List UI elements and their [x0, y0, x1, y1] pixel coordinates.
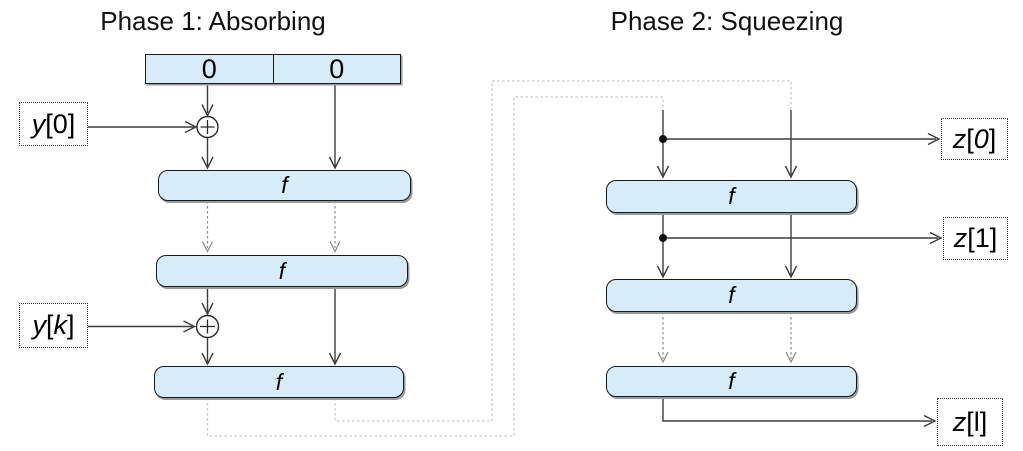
- junction-dot: [659, 234, 667, 242]
- input-yk-box: y[k]: [19, 303, 88, 348]
- arrowhead-icon: [785, 351, 797, 364]
- xor-icon: [196, 115, 219, 139]
- input-yk-variable: y: [32, 310, 46, 340]
- f-box-absorb-2: f: [156, 255, 408, 287]
- output-z0-variable: z: [952, 123, 967, 154]
- state-register-capacity-cell: 0: [329, 53, 345, 84]
- bracket: [: [966, 123, 974, 154]
- f-box-absorb-3: f: [154, 366, 404, 398]
- arrowhead-icon: [201, 156, 214, 170]
- output-z1-variable: z: [953, 223, 968, 253]
- bracket: ]: [67, 108, 76, 139]
- bracket: [: [45, 310, 54, 340]
- input-y0-box: y[0]: [19, 102, 88, 146]
- output-zl-box: z[l]: [937, 398, 1003, 446]
- bracket: [: [967, 223, 975, 253]
- arrowhead-icon: [183, 320, 197, 333]
- arrowhead-icon: [927, 132, 941, 146]
- arrowhead-icon: [201, 241, 214, 253]
- routing-line-capacity-path: [334, 80, 792, 422]
- bracket: [: [45, 108, 53, 139]
- bracket: ]: [989, 223, 998, 253]
- bracket: [: [966, 406, 974, 437]
- routing-line-rate-path: [206, 96, 664, 437]
- solid-arrows: [88, 85, 943, 428]
- arrow-squeeze-f3-to-zl: [662, 398, 932, 422]
- output-z1-box: z[1]: [943, 217, 1008, 260]
- arrowhead-icon: [201, 104, 214, 118]
- input-y0-index: 0: [52, 108, 68, 139]
- arrowhead-icon: [784, 265, 798, 279]
- bracket: ]: [979, 406, 988, 437]
- output-z0-box: z[0]: [941, 118, 1008, 160]
- arrowhead-icon: [328, 156, 342, 170]
- output-z1-index: 1: [974, 223, 990, 253]
- output-zl-index: l: [973, 406, 980, 437]
- arrowhead-icon: [656, 265, 670, 279]
- input-yk-index: k: [53, 310, 68, 340]
- output-zl-variable: z: [952, 406, 967, 437]
- f-box-squeeze-1: f: [606, 180, 857, 213]
- phase1-title: Phase 1: Absorbing: [100, 6, 326, 36]
- arrowhead-icon: [657, 351, 669, 364]
- f-box-squeeze-3: f: [606, 366, 857, 397]
- arrowhead-icon: [929, 231, 943, 245]
- arrowhead-icon: [184, 120, 198, 134]
- junction-dot: [659, 135, 667, 143]
- xor-icon: [195, 314, 220, 339]
- dashed-arrows: [201, 201, 797, 364]
- arrowhead-icon: [328, 352, 342, 366]
- f-box-squeeze-2: f: [606, 279, 857, 312]
- output-z0-index: 0: [973, 123, 989, 154]
- phase2-title: Phase 2: Squeezing: [610, 6, 844, 36]
- arrowhead-icon: [784, 165, 798, 179]
- f-box-absorb-1: f: [158, 170, 411, 201]
- bracket: ]: [988, 123, 997, 154]
- state-register: 0 0: [145, 54, 401, 84]
- arrowhead-icon: [329, 241, 341, 253]
- state-register-rate-cell: 0: [146, 55, 274, 83]
- bracket: ]: [67, 310, 75, 340]
- arrowhead-icon: [201, 302, 214, 316]
- arrowhead-icon: [201, 352, 214, 366]
- feedback-routing-lines: [206, 80, 792, 437]
- arrowhead-icon: [923, 414, 937, 428]
- arrowhead-icon: [656, 165, 670, 179]
- input-y0-variable: y: [31, 108, 46, 139]
